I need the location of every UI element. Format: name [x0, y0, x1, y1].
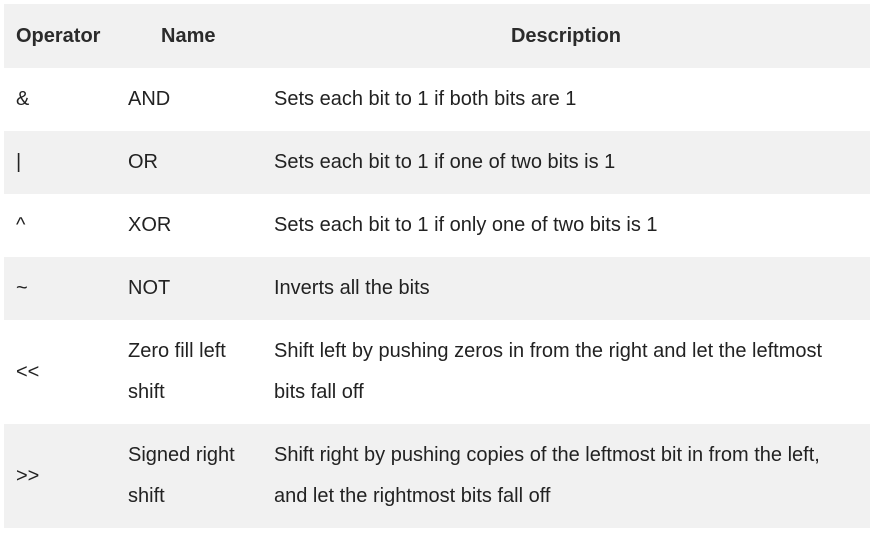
cell-operator: >>	[16, 464, 40, 487]
cell-name: OR	[128, 151, 158, 173]
cell-description: Sets each bit to 1 if both bits are 1	[274, 88, 577, 110]
bitwise-operators-table-container: Operator Name Description & AND Sets eac…	[4, 4, 870, 528]
cell-operator: &	[16, 88, 30, 110]
table-header-row: Operator Name Description	[4, 4, 870, 68]
cell-description: Shift right by pushing copies of the lef…	[274, 444, 820, 507]
cell-name: NOT	[128, 277, 171, 299]
cell-operator: ~	[16, 277, 28, 299]
table-row: ~ NOT Inverts all the bits	[4, 257, 870, 320]
cell-name: XOR	[128, 214, 172, 236]
cell-operator: ^	[16, 214, 26, 236]
table-row: & AND Sets each bit to 1 if both bits ar…	[4, 68, 870, 131]
bitwise-operators-table: Operator Name Description & AND Sets eac…	[4, 4, 870, 528]
cell-operator: <<	[16, 360, 40, 383]
header-operator: Operator	[16, 24, 101, 47]
table-row: >> Signed right shift Shift right by pus…	[4, 424, 870, 528]
cell-description: Inverts all the bits	[274, 277, 430, 299]
header-name: Name	[161, 24, 216, 47]
cell-description: Shift left by pushing zeros in from the …	[274, 340, 823, 403]
cell-description: Sets each bit to 1 if one of two bits is…	[274, 151, 616, 173]
table-row: | OR Sets each bit to 1 if one of two bi…	[4, 131, 870, 194]
header-description: Description	[510, 24, 622, 47]
table-row: << Zero fill left shift Shift left by pu…	[4, 320, 870, 424]
cell-name: Signed right shift	[128, 444, 235, 507]
cell-name: Zero fill left shift	[128, 340, 226, 403]
cell-operator: |	[16, 151, 22, 173]
cell-name: AND	[128, 88, 171, 110]
cell-description: Sets each bit to 1 if only one of two bi…	[274, 214, 658, 236]
table-row: ^ XOR Sets each bit to 1 if only one of …	[4, 194, 870, 257]
